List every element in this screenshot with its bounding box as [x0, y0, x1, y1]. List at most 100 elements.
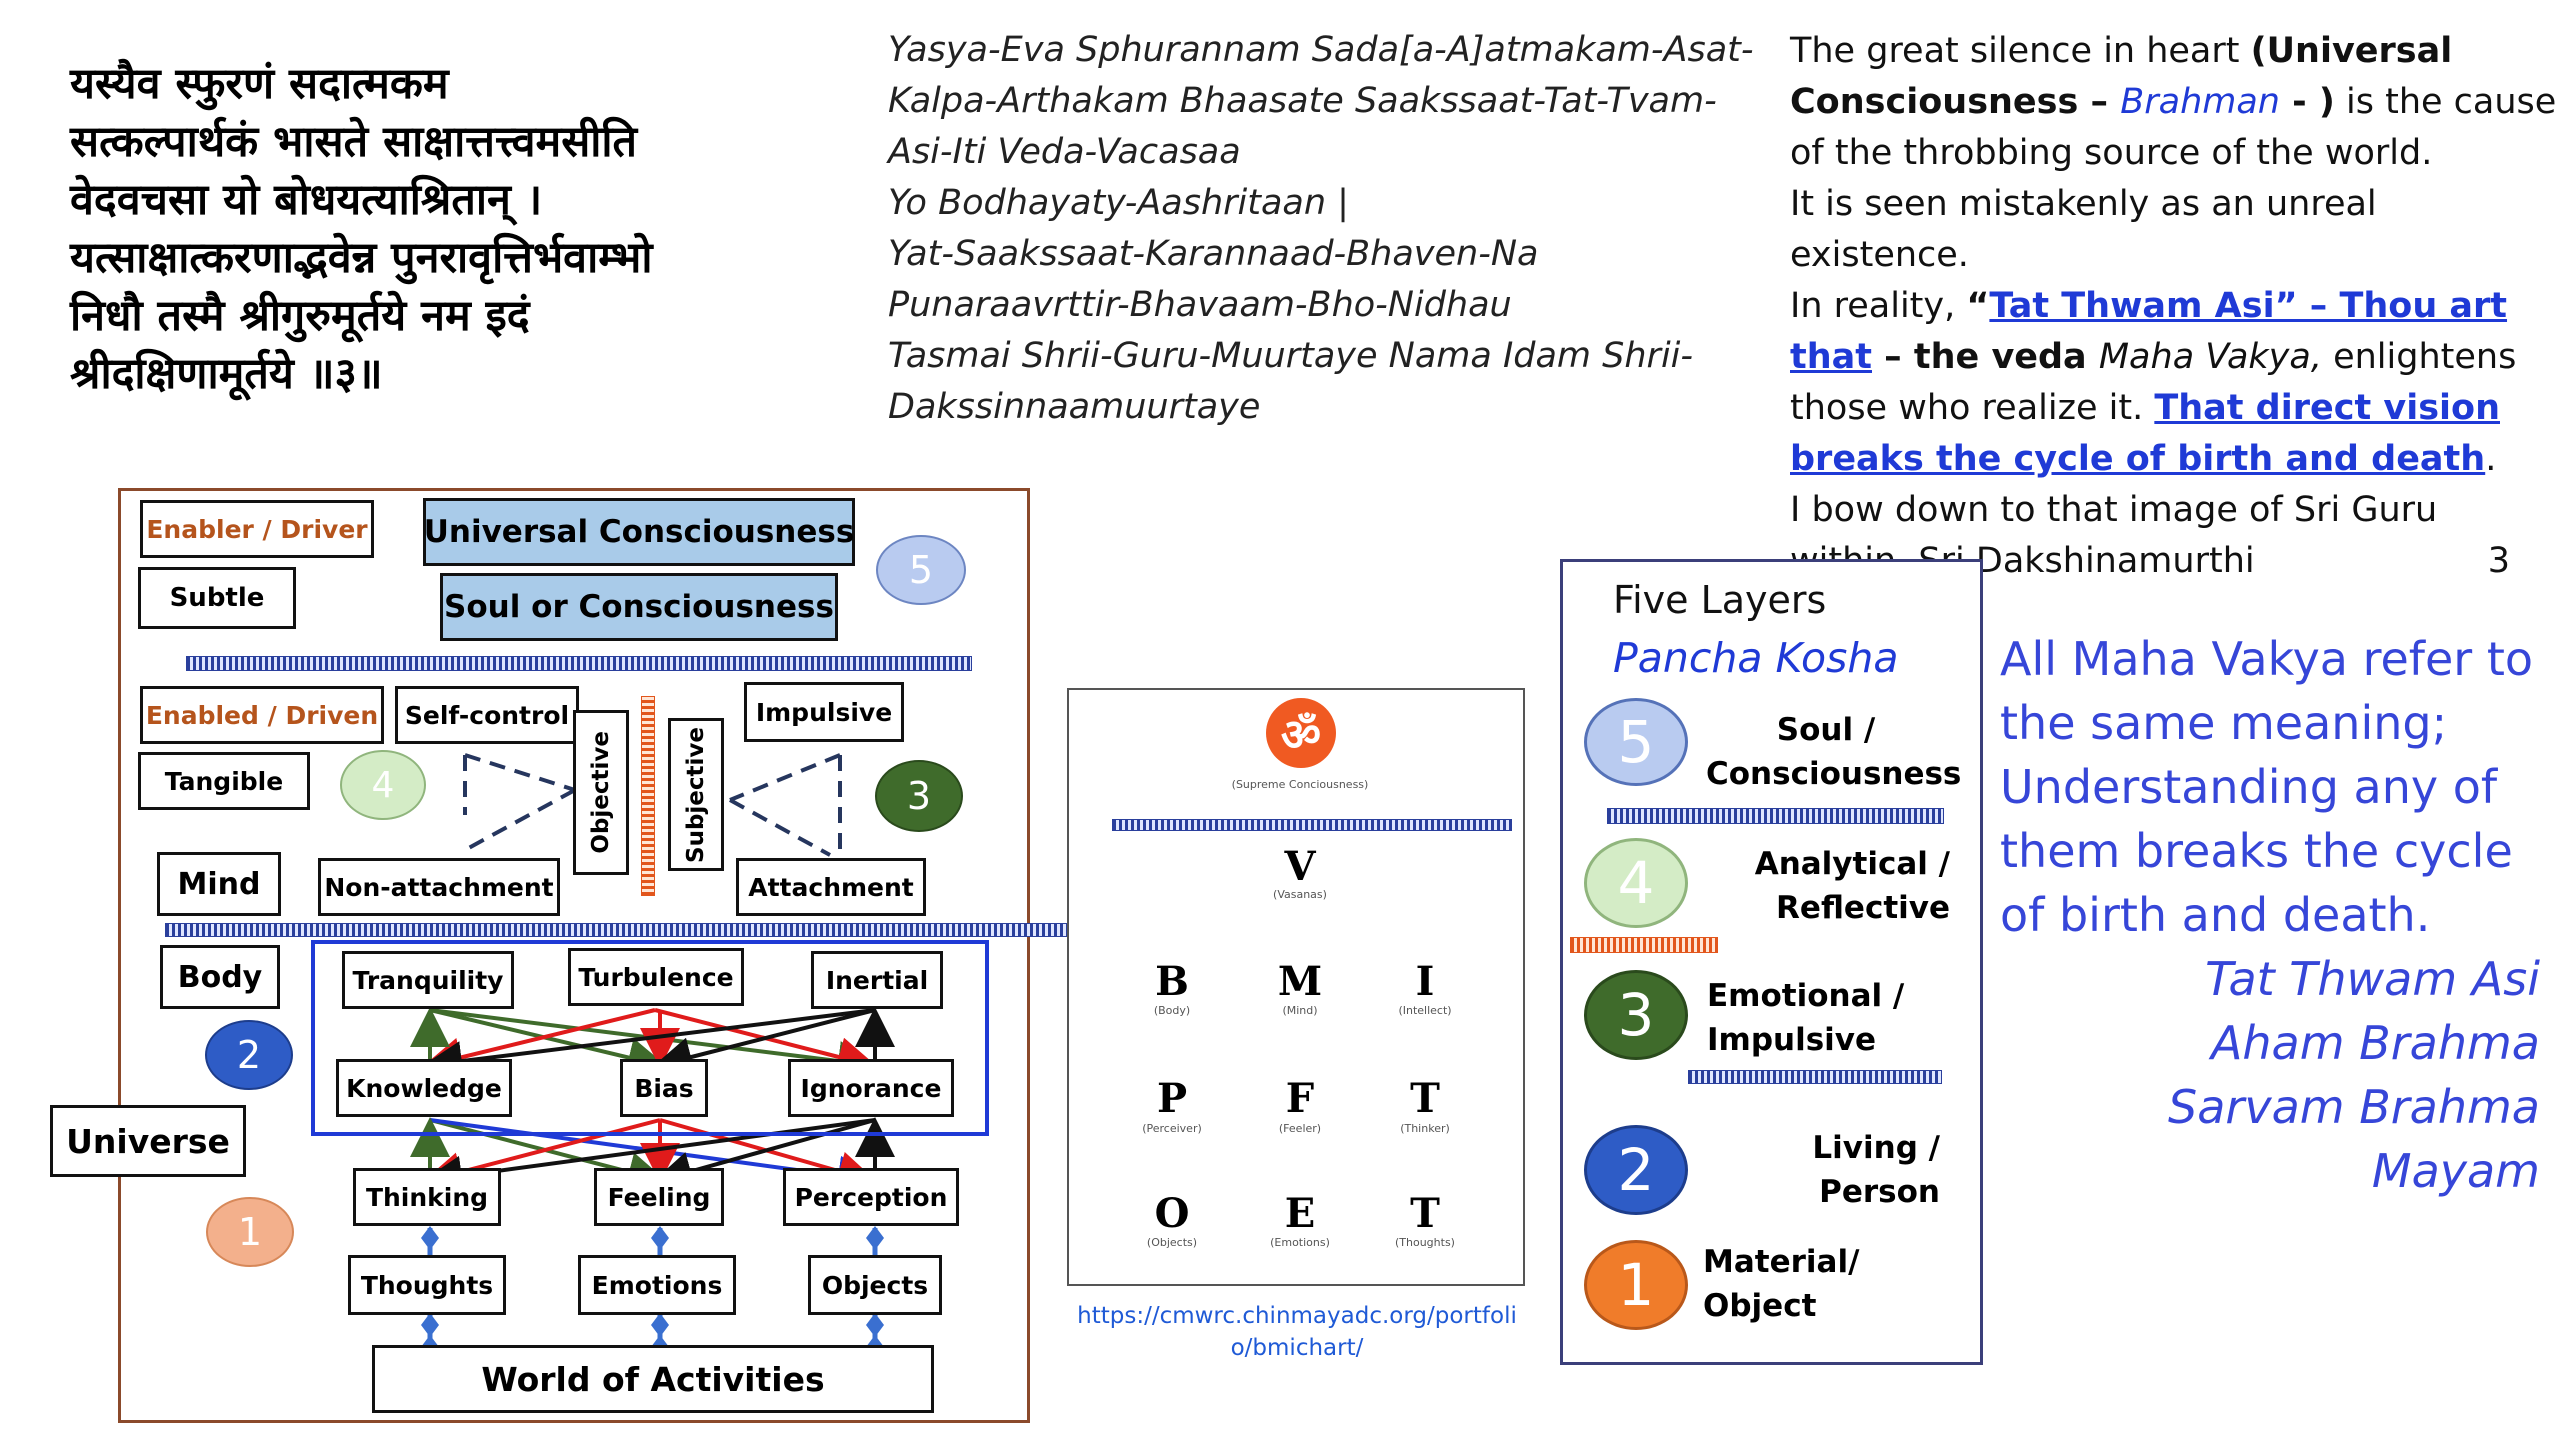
attachment-box: Attachment [736, 858, 926, 916]
direct-vision-link[interactable]: That direct vision breaks the cycle of b… [1790, 388, 2500, 479]
subtle-label: Subtle [138, 567, 296, 629]
subjective-triangle [729, 753, 842, 857]
layer-5-divider [1607, 808, 1944, 824]
non-attachment-box: Non-attachment [318, 858, 560, 916]
maha-vakya-sarvam-brahma-mayam: Sarvam Brahma Mayam [2168, 1080, 2540, 1198]
gunas-frame [311, 940, 989, 1136]
soul-consciousness-box: Soul or Consciousness [440, 573, 838, 641]
sanskrit-verse: यस्यैव स्फुरणं सदात्मकम सत्कल्पार्थकं भा… [70, 55, 890, 403]
thoughts-box: Thoughts [348, 1255, 506, 1315]
bmi-b-sub: (Body) [1153, 1004, 1191, 1017]
bmi-chart-url-link[interactable]: https://cmwrc.chinmayadc.org/portfolio/b… [1077, 1303, 1517, 1361]
objects-box: Objects [808, 1255, 942, 1315]
bmi-o: O [1154, 1190, 1190, 1237]
level-3-badge: 3 [875, 760, 963, 832]
maha-vakya-statement: All Maha Vakya refer to the same meaning… [2000, 632, 2534, 942]
bmi-t-thoughts: T [1410, 1190, 1440, 1237]
transliteration-line: Asi-Iti Veda-Vacasaa [888, 132, 1241, 172]
sanskrit-line: सत्कल्पार्थकं भासते साक्षात्तत्त्वमसीति [70, 117, 638, 167]
bmi-e: E [1284, 1190, 1316, 1237]
layer-5-badge: 5 [1584, 698, 1688, 786]
translation: The great silence in heart (Universal Co… [1790, 26, 2560, 587]
sanskrit-line: वेदवचसा यो बोधयत्याश्रितान् । [70, 175, 543, 225]
bmi-b: B [1155, 958, 1189, 1005]
maha-vakya-aham-brahma: Aham Brahma [2210, 1016, 2540, 1070]
layer-3-label: Emotional / Impulsive [1707, 978, 1905, 1058]
thinking-box: Thinking [353, 1168, 501, 1226]
enabler-driver-label: Enabler / Driver [140, 500, 374, 558]
world-of-activities-box: World of Activities [372, 1345, 934, 1413]
layer-1-label: Material/ Object [1703, 1244, 1860, 1324]
level-2-badge: 2 [205, 1020, 293, 1090]
perception-box: Perception [783, 1168, 959, 1226]
impulsive-box: Impulsive [744, 682, 904, 742]
tangible-label: Tangible [138, 752, 310, 810]
self-control-box: Self-control [395, 686, 579, 744]
knowledge-box: Knowledge [336, 1059, 512, 1117]
bmi-f: F [1285, 1075, 1315, 1122]
mind-label: Mind [157, 852, 281, 916]
bias-box: Bias [620, 1059, 708, 1117]
transliteration-line: Yo Bodhayaty-Aashritaan | [888, 183, 1349, 223]
layer-2-label: Living / Person [1812, 1130, 1940, 1210]
pancha-kosha-subtitle: Pancha Kosha [1613, 634, 1899, 682]
sanskrit-line: यस्यैव स्फुरणं सदात्मकम [70, 59, 449, 109]
transliteration: Yasya-Eva Sphurannam Sada[a-A]atmakam-As… [888, 25, 1768, 433]
maha-vakya-tat-thwam-asi: Tat Thwam Asi [2205, 952, 2540, 1006]
sanskrit-line: श्रीदक्षिणामूर्तये ॥३॥ [70, 349, 383, 399]
bmi-p: P [1156, 1075, 1188, 1122]
bmi-v: V [1284, 843, 1316, 890]
layer-3-divider [1688, 1070, 1942, 1084]
turbulence-box: Turbulence [568, 948, 744, 1006]
bmi-p-sub: (Perceiver) [1142, 1122, 1202, 1135]
verse-number: 3 [2487, 541, 2510, 581]
layer-1-badge: 1 [1584, 1240, 1688, 1330]
bmi-f-sub: (Feeler) [1278, 1122, 1322, 1135]
supreme-consciousness-label: (Supreme Conciousness) [1231, 778, 1369, 791]
universal-consciousness-box: Universal Consciousness [423, 498, 855, 566]
transliteration-line: Punaraavrttir-Bhavaam-Bho-Nidhau [888, 285, 1512, 325]
layer-4-badge: 4 [1584, 838, 1688, 928]
transliteration-line: Yasya-Eva Sphurannam Sada[a-A]atmakam-As… [888, 30, 1754, 70]
bmi-t-thinker: T [1410, 1075, 1440, 1122]
objective-box: Objective [573, 710, 629, 875]
layer-4-divider [1570, 937, 1718, 953]
body-label: Body [160, 945, 280, 1009]
bmi-v-sub: (Vasanas) [1273, 888, 1327, 901]
subjective-box: Subjective [668, 718, 724, 871]
subtle-divider [186, 656, 972, 671]
om-symbol-icon: ॐ [1266, 698, 1336, 768]
bmi-i: I [1415, 958, 1435, 1005]
bmi-i-sub: (Intellect) [1398, 1004, 1452, 1017]
transliteration-line: Kalpa-Arthakam Bhaasate Saakssaat-Tat-Tv… [888, 81, 1717, 121]
transliteration-line: Tasmai Shrii-Guru-Muurtaye Nama Idam Shr… [888, 336, 1694, 376]
bmi-chart-frame [1067, 688, 1525, 1286]
transliteration-line: Yat-Saakssaat-Karannaad-Bhaven-Na [888, 234, 1539, 274]
universe-label: Universe [50, 1105, 246, 1177]
inertial-box: Inertial [811, 951, 943, 1009]
bmi-o-sub: (Objects) [1146, 1236, 1198, 1249]
five-layers-panel [1560, 559, 1983, 1365]
sanskrit-line: निधौ तस्मै श्रीगुरुमूर्तये नम इदं [70, 291, 530, 341]
level-5-badge: 5 [876, 535, 966, 605]
sanskrit-line: यत्साक्षात्करणाद्भवेन्न पुनरावृत्तिर्भवा… [70, 233, 653, 283]
feeling-box: Feeling [594, 1168, 724, 1226]
translation-para-2: It is seen mistakenly as an unreal exist… [1790, 184, 2377, 275]
center-divider [641, 696, 655, 896]
tat-thwam-asi-link[interactable]: Tat Thwam Asi” – Thou art that [1790, 286, 2508, 377]
bmi-m-sub: (Mind) [1282, 1004, 1318, 1017]
layer-5-label: Soul / Consciousness [1706, 712, 1962, 792]
layer-3-badge: 3 [1584, 970, 1688, 1060]
level-1-badge: 1 [206, 1197, 294, 1267]
bmi-t-thinker-sub: (Thinker) [1400, 1122, 1450, 1135]
translation-para-1: The great silence in heart (Universal Co… [1790, 31, 2557, 173]
bmi-t-thoughts-sub: (Thoughts) [1395, 1236, 1455, 1249]
consciousness-diagram-frame [118, 488, 1030, 1423]
enabled-driven-label: Enabled / Driven [140, 686, 384, 744]
bmi-e-sub: (Emotions) [1270, 1236, 1330, 1249]
bmi-divider-top [1112, 819, 1512, 831]
tranquility-box: Tranquility [342, 951, 514, 1009]
gunas-crossing-arrows [410, 1007, 895, 1081]
ignorance-box: Ignorance [788, 1059, 954, 1117]
bmi-m: M [1277, 958, 1323, 1005]
